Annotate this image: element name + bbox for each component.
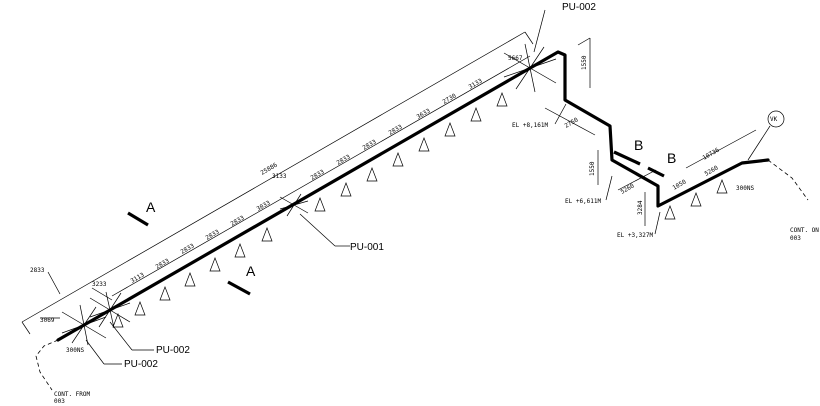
dim-3233: 3233	[92, 281, 107, 288]
label-vk: VK	[770, 116, 778, 123]
label-cont-from-1: CONT. FROM	[54, 391, 91, 398]
dim-3133: 3133	[272, 173, 287, 180]
section-a-lower-mark	[227, 280, 251, 296]
dim-run-left-4: 2833	[230, 214, 246, 227]
dim-run-left-5: 3033	[256, 199, 272, 212]
support-12	[418, 137, 430, 152]
label-el-3327: EL +3,327M	[617, 232, 654, 239]
section-b-right-label: B	[667, 150, 676, 166]
anchor-mid	[279, 193, 309, 217]
dim-run-left-1: 2833	[155, 257, 171, 270]
label-size-right: 300NS	[736, 185, 754, 192]
support-11	[392, 152, 404, 167]
label-pu001: PU-001	[350, 242, 384, 253]
dim-run-right-3: 2833	[388, 123, 404, 136]
support-5	[209, 257, 221, 272]
dim-10736: 10736	[702, 146, 721, 161]
support-4	[184, 272, 196, 287]
support-6	[234, 243, 246, 258]
dim-1550: 1550	[581, 55, 588, 70]
continuation-dashed-left	[35, 339, 59, 391]
support-15	[496, 92, 508, 107]
support-16	[664, 205, 676, 220]
section-a-upper-label: A	[146, 199, 156, 215]
support-7	[261, 227, 273, 242]
dim-run-right-1: 2833	[336, 153, 352, 166]
label-el-6611: EL +6,611M	[565, 198, 602, 205]
label-pu002-bottom-a: PU-002	[156, 345, 190, 356]
support-14	[470, 107, 482, 122]
anchor-top	[503, 43, 557, 93]
dimension-chain: 3113 2833 2833 2833 2833 3033 2833 2833 …	[111, 55, 531, 297]
dim-5260: 5260	[620, 182, 636, 195]
support-1	[112, 313, 124, 328]
anchor-left-1	[61, 304, 107, 346]
support-18	[716, 179, 728, 194]
dim-1550b: 1550	[589, 161, 596, 176]
support-13	[444, 122, 456, 137]
dim-run-right-5: 2730	[442, 92, 458, 105]
section-b-right-mark	[647, 166, 665, 178]
annotations: EL +8,161M EL +6,611M EL +3,327M 300NS 3…	[54, 103, 819, 405]
support-3	[159, 286, 171, 301]
label-pu002-bottom-b: PU-002	[124, 359, 158, 370]
dim-run-right-6: 3133	[468, 77, 484, 90]
vk-bubble	[767, 110, 785, 128]
label-cont-from-2: 003	[54, 398, 65, 405]
dim-3284: 3284	[637, 200, 644, 215]
pipe-supports	[112, 92, 728, 328]
dim-3069: 3069	[40, 317, 55, 324]
main-pipe-run	[35, 50, 809, 391]
continuation-dashed-right	[767, 159, 809, 201]
dim-run-right-4: 3633	[416, 107, 432, 120]
left-end-dimensions: 2833 3233 3069 3133 5667	[30, 55, 523, 324]
dim-run-right-2: 2833	[362, 138, 378, 151]
support-2	[134, 301, 146, 316]
dim-run-left-3: 2833	[205, 228, 221, 241]
dim-1050: 1050	[672, 178, 688, 191]
label-cont-on-2: 003	[790, 235, 801, 242]
overall-dimension: 25886	[21, 31, 534, 335]
support-9	[340, 182, 352, 197]
section-markers: A A B B	[127, 137, 676, 296]
support-17	[690, 192, 702, 207]
section-b-left-mark	[613, 150, 641, 166]
section-a-lower-label: A	[246, 263, 256, 279]
support-8	[314, 197, 326, 212]
label-size-left: 300NS	[66, 347, 84, 354]
dim-2750: 2750	[564, 116, 580, 129]
pipe-centerline	[56, 50, 770, 342]
dim-5667: 5667	[508, 55, 523, 62]
section-a-upper-mark	[127, 211, 149, 227]
dim-run-right-0: 2833	[310, 168, 326, 181]
label-cont-on-1: CONT. ON	[790, 227, 819, 234]
support-10	[366, 167, 378, 182]
anchor-left-2	[89, 291, 131, 329]
label-pu002-top: PU-002	[562, 2, 596, 13]
label-el-8161: EL +8,161M	[512, 122, 549, 129]
section-b-left-label: B	[634, 137, 643, 153]
dim-2833-left: 2833	[30, 267, 45, 274]
callouts: PU-002 PU-001 PU-002 PU-002 VK	[85, 2, 785, 370]
dim-run-left-0: 3113	[130, 271, 146, 284]
dim-run-left-2: 2833	[180, 242, 196, 255]
